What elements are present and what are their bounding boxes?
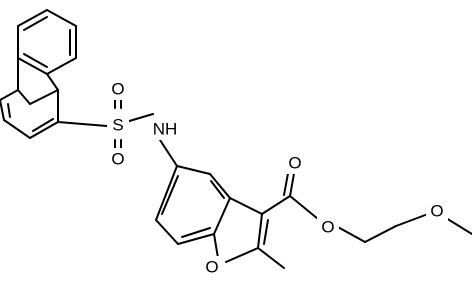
sulfonyl-oxygen-top-label: O [111, 80, 124, 99]
ester-group [261, 167, 472, 243]
sulfonamide-group [57, 93, 154, 154]
s-nh-bond [125, 113, 154, 123]
methoxy-oxygen-label: O [430, 202, 443, 221]
sulfur-atom-label: S [112, 116, 123, 135]
ester-oxygen-label: O [321, 218, 334, 237]
amine-nh-label: NH [153, 120, 178, 139]
benzofuran-group [155, 139, 285, 269]
sulfonyl-oxygen-bottom-label: O [111, 150, 124, 169]
carbonyl-oxygen-label: O [288, 154, 301, 173]
furan-oxygen-label: O [205, 258, 218, 277]
naphthalene-group [0, 9, 77, 139]
